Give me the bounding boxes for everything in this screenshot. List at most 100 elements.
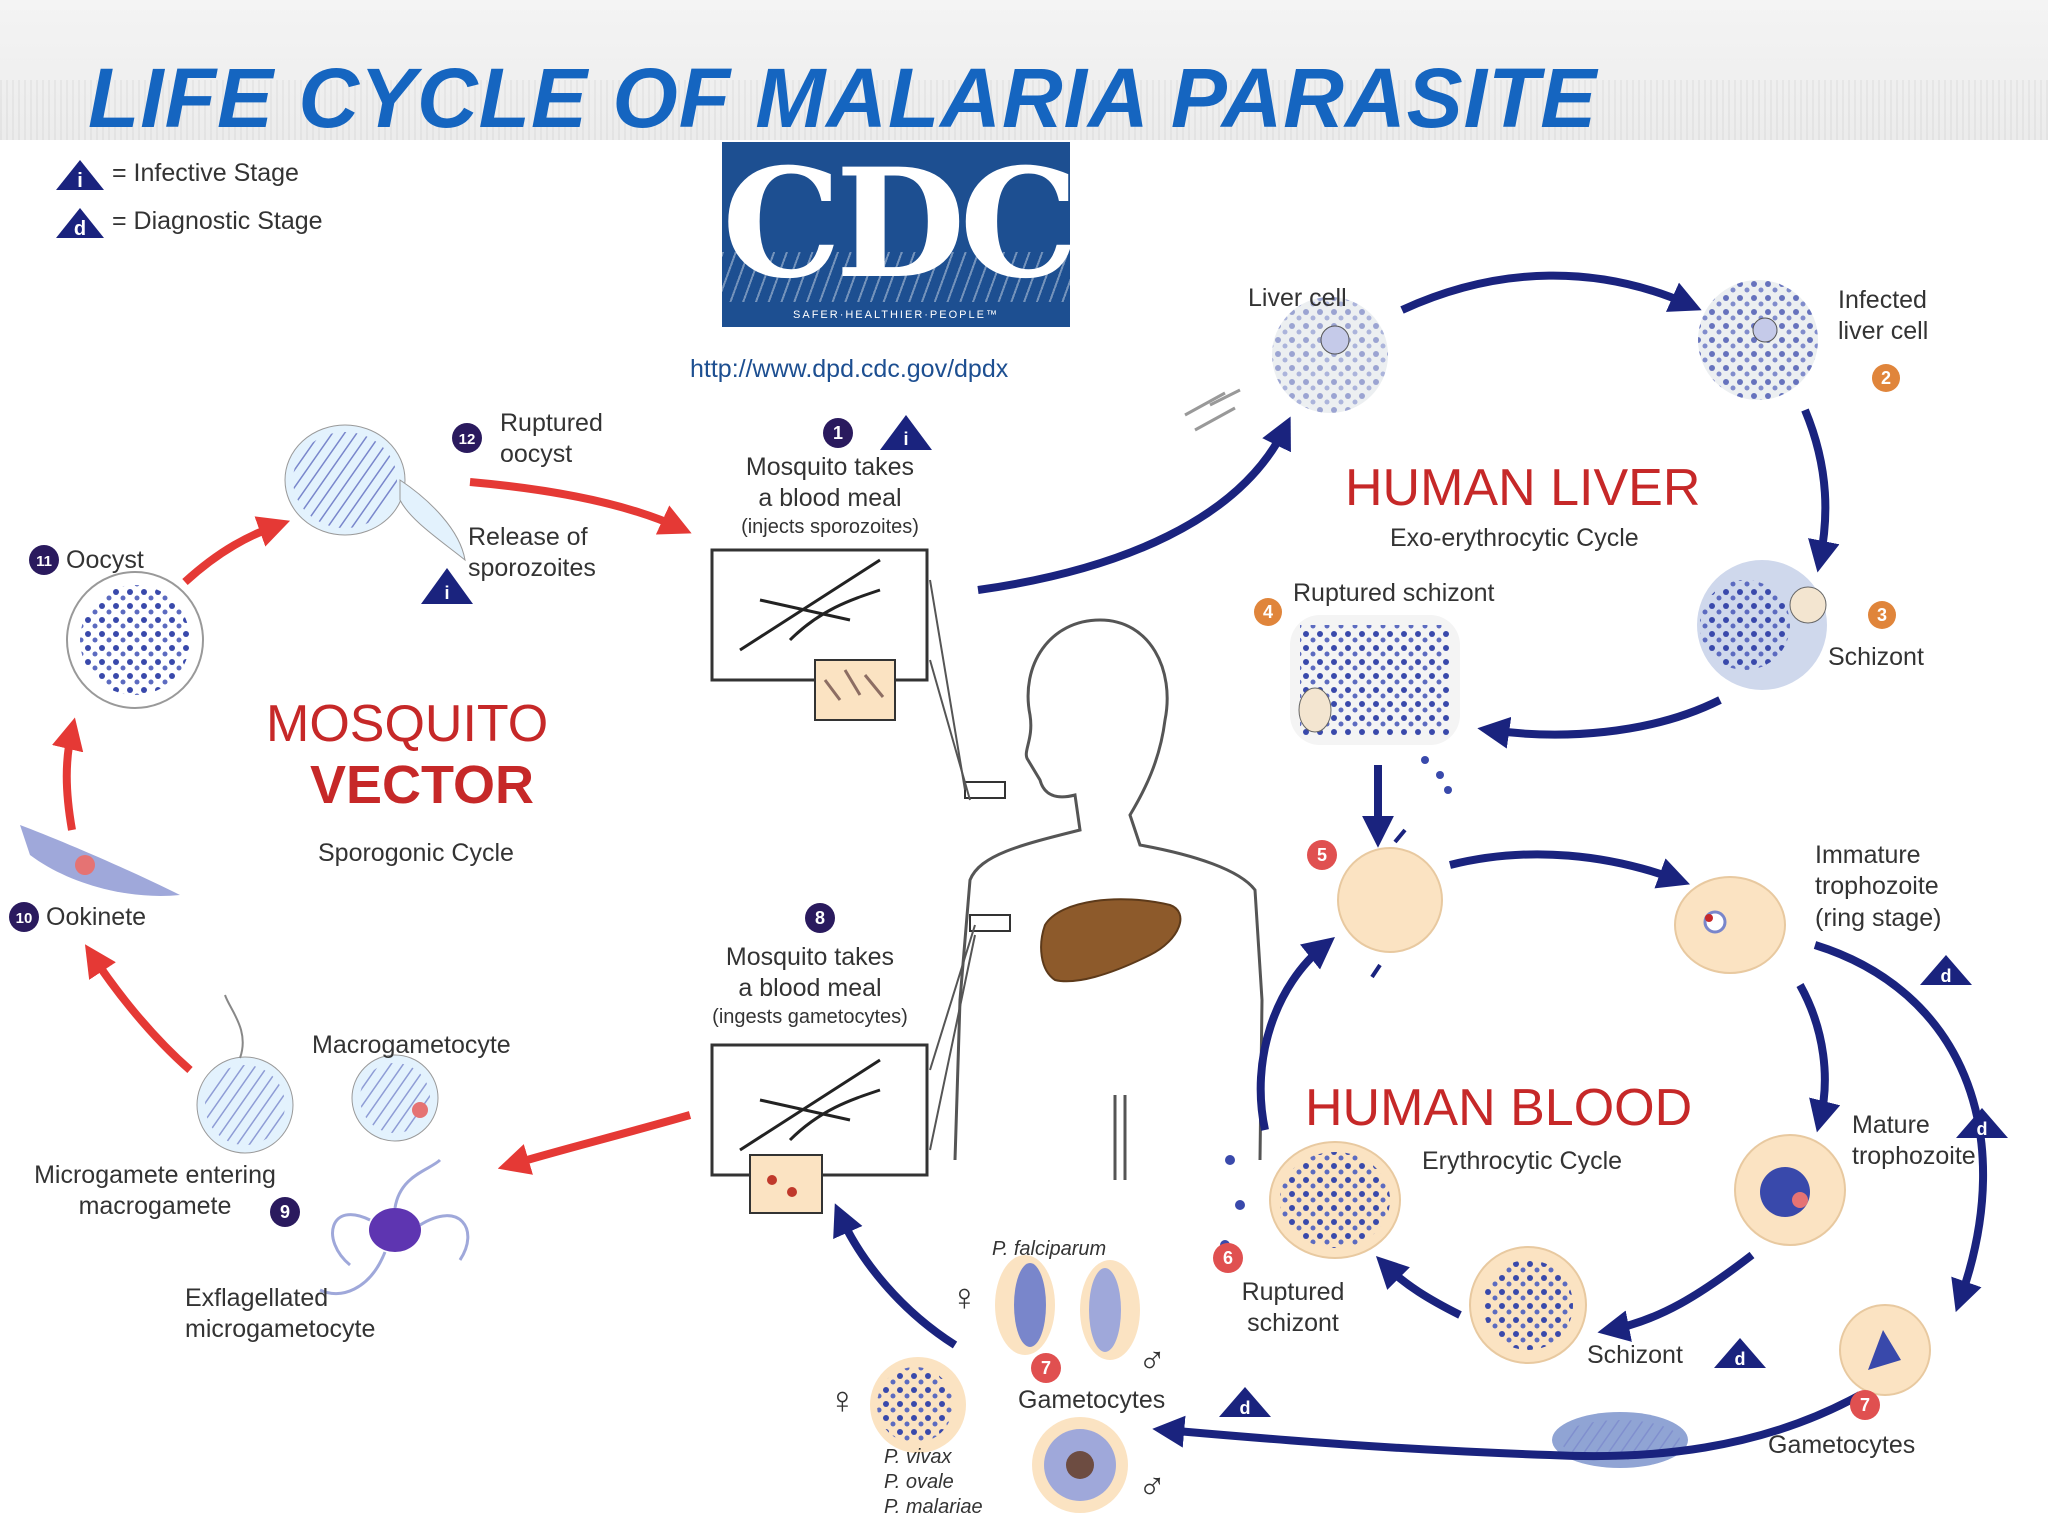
liver-cell-image (1184, 297, 1388, 432)
svg-text:7: 7 (1041, 1358, 1051, 1378)
svg-text:8: 8 (815, 908, 825, 928)
arm-bite-marker-upper (964, 781, 1006, 799)
arrow-mature-to-schizont (1597, 1251, 1755, 1342)
infective-badge-1: i (880, 415, 932, 450)
svg-text:11: 11 (36, 553, 52, 570)
svg-text:12: 12 (459, 431, 476, 448)
arrow-infected-to-schizont (1801, 408, 1840, 573)
svg-text:i: i (444, 583, 449, 603)
liver-schizont-label: Schizont (1828, 643, 1924, 671)
arrow-ruptured-to-rbc (1256, 936, 1335, 1131)
ruptured-blood-line2: schizont (1247, 1309, 1339, 1338)
falciparum-male-gametocyte (1080, 1260, 1140, 1360)
p-falciparum-label: P. falciparum (992, 1238, 1107, 1260)
ookinete-image (20, 825, 180, 896)
svg-text:9: 9 (280, 1202, 290, 1222)
step1-line3: (injects sporozoites) (741, 515, 919, 538)
arrow-ookinete-to-oocyst (52, 717, 84, 831)
diagnostic-badge-mature: d (1956, 1108, 2008, 1139)
arrow-liver-to-infected (1400, 271, 1702, 314)
legend-diagnostic-label: = Diagnostic Stage (112, 207, 323, 235)
step8-label: Mosquito takes a blood meal (ingests gam… (675, 942, 945, 1030)
gametocytes-center-label: Gametocytes (1018, 1386, 1166, 1414)
microgamete-line1: Microgamete entering (34, 1161, 276, 1189)
step-badge-1: 1 (823, 418, 853, 448)
arrow-schizont-to-ruptured-blood (1375, 1255, 1462, 1319)
ruptured-blood-line1: Ruptured (1241, 1278, 1345, 1306)
cdc-logo-rays (722, 252, 1070, 302)
vector-heading: VECTOR (310, 755, 535, 815)
arrow-microgamete-to-ookinete (84, 944, 193, 1074)
svg-text:i: i (903, 429, 908, 449)
infected-liver-cell-label: Infected liver cell (1838, 285, 1928, 348)
legend-infective-icon: i (56, 160, 104, 192)
infective-badge-12: i (421, 568, 473, 604)
release-line2: sporozoites (468, 554, 596, 583)
ruptured-oocyst-line1: Ruptured (500, 409, 603, 437)
step-badge-7-center: 7 (1031, 1353, 1061, 1383)
step8-line3: (ingests gametocytes) (712, 1005, 908, 1028)
oocyst-label: Oocyst (66, 546, 144, 574)
step-badge-4: 4 (1254, 598, 1282, 626)
vivax-female-gametocyte (870, 1357, 966, 1453)
step1-line1: Mosquito takes (745, 453, 915, 481)
falciparum-female-gametocyte (995, 1255, 1055, 1355)
svg-text:1: 1 (833, 423, 843, 443)
ruptured-liver-schizont-image (1290, 615, 1460, 794)
ruptured-schizont-label: Ruptured schizont (1293, 579, 1495, 607)
macrogametocyte-image (351, 1054, 439, 1142)
macrogametocyte-label: Macrogametocyte (312, 1031, 511, 1059)
step-badge-3: 3 (1868, 601, 1896, 629)
mosquito-bite-box-8 (710, 924, 976, 1214)
cdc-logo: CDC SAFER·HEALTHIER·PEOPLE™ (722, 136, 1079, 327)
species-list: P. vivax P. ovale P. malariae (884, 1445, 983, 1520)
male-symbol-vivax: ♂ (1138, 1466, 1167, 1508)
infected-liver-cell-image (1698, 280, 1818, 400)
cdc-logo-text: CDC (722, 136, 1079, 312)
blood-schizont-image (1469, 1246, 1587, 1364)
ruptured-oocyst-image (284, 424, 466, 562)
svg-text:7: 7 (1860, 1395, 1870, 1415)
mosquito-heading: MOSQUITO (266, 695, 549, 753)
exflagellated-label: Exflagellated microgametocyte (185, 1283, 375, 1346)
p-vivax-label: P. vivax (884, 1446, 952, 1468)
mosquito-cycle-label: Sporogonic Cycle (318, 839, 514, 867)
arrow-gametocyte-to-center (1152, 1391, 1862, 1461)
arrow-oocyst-release (469, 478, 692, 535)
immature-trophozoite-label: Immature trophozoite (ring stage) (1815, 840, 1941, 934)
immature-line1: Immature (1815, 841, 1921, 869)
arrow-ring-to-gametocyte (1813, 941, 1988, 1313)
infected-line1: Infected (1838, 286, 1927, 314)
svg-text:i: i (77, 170, 83, 192)
liver-cycle-label: Exo-erythrocytic Cycle (1390, 524, 1639, 552)
step-badge-10: 10 (9, 902, 39, 932)
svg-text:4: 4 (1263, 602, 1273, 622)
ookinete-label: Ookinete (46, 903, 147, 931)
gametocytes-right-label: Gametocytes (1768, 1431, 1916, 1459)
svg-text:d: d (1941, 966, 1952, 986)
arrow-rbc-to-ring (1449, 850, 1691, 889)
step8-line2: a blood meal (738, 974, 882, 1003)
mature-trophozoite-label: Mature trophozoite (1852, 1110, 1976, 1173)
diagnostic-badge-ring: d (1920, 955, 1972, 986)
liver-cell-label: Liver cell (1248, 284, 1347, 312)
step-badge-2: 2 (1872, 364, 1900, 392)
legend-diagnostic-icon: d (56, 208, 104, 240)
step-badge-9: 9 (270, 1197, 300, 1227)
step1-label: Mosquito takes a blood meal (injects spo… (695, 452, 965, 540)
arrow-gametocytes-to-bite (833, 1203, 958, 1349)
step1-line2: a blood meal (758, 484, 902, 513)
oocyst-image (66, 571, 204, 709)
exflagellated-microgametocyte-image (319, 1158, 470, 1296)
mature-line1: Mature (1852, 1111, 1930, 1139)
blood-schizont-label: Schizont (1587, 1341, 1683, 1369)
blood-cycle-label: Erythrocytic Cycle (1422, 1147, 1623, 1175)
ruptured-blood-schizont-image (1220, 1141, 1401, 1259)
liver-schizont-image (1697, 560, 1827, 690)
human-body-outline (953, 618, 1264, 1180)
female-symbol-falciparum: ♀ (950, 1277, 979, 1319)
title-band-texture (0, 80, 2048, 140)
ring-stage-image (1674, 876, 1786, 974)
